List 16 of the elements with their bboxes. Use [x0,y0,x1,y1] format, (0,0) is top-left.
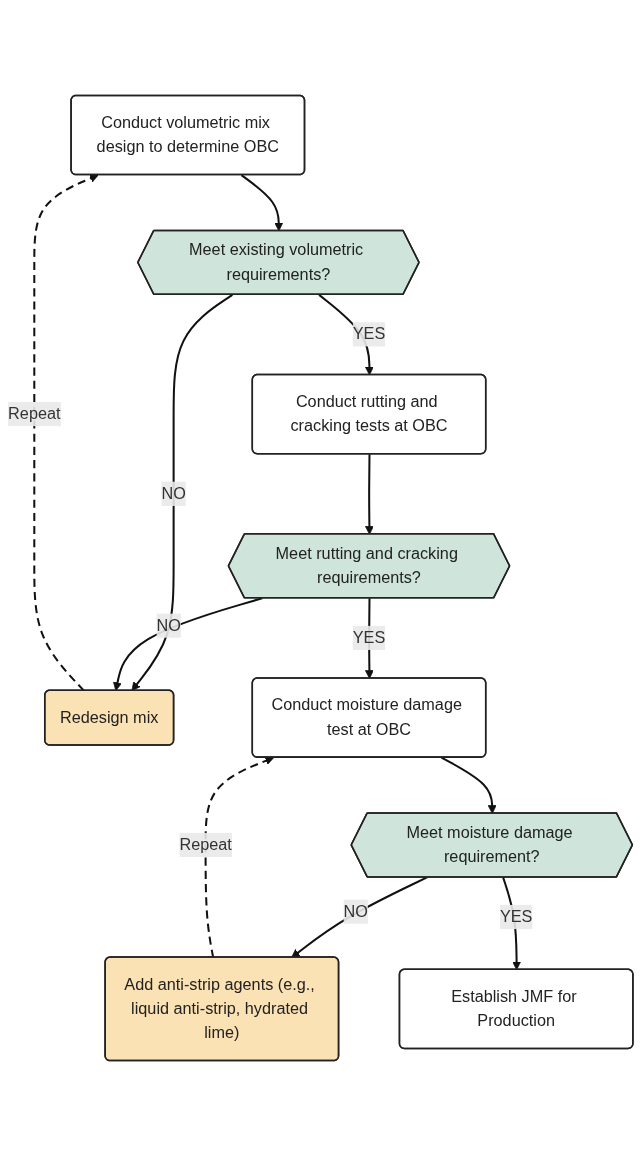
arrow [204,756,275,958]
arrow [291,876,428,958]
edge-label: NO [156,616,181,634]
edge-label: YES [352,628,386,646]
edge-label: YES [352,325,386,343]
arrow [364,454,374,535]
edge-label: NO [161,484,186,502]
arrow [113,597,263,692]
arrow [441,756,497,814]
edge-label: NO [343,902,368,920]
arrow [131,294,233,692]
edge-label: Repeat [179,835,232,854]
edge-label: Repeat [8,404,61,423]
arrow [33,174,99,692]
edge-label: YES [499,907,533,926]
arrow [240,174,284,232]
